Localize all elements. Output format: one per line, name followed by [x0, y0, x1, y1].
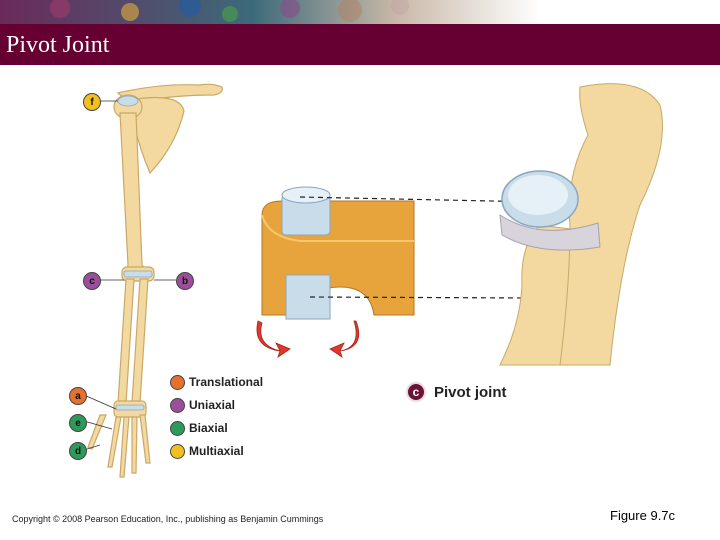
slide-title: Pivot Joint: [6, 32, 110, 58]
title-bar: Pivot Joint: [0, 24, 720, 65]
legend-item-translational: Translational: [170, 372, 263, 392]
skeleton-marker-c: c: [83, 272, 101, 290]
panel-caption: Pivot joint: [434, 383, 507, 401]
model-guide-lines: [299, 196, 541, 299]
legend-swatch-icon: [170, 420, 185, 436]
legend-swatch-icon: [170, 397, 185, 413]
skeleton-marker-e: e: [69, 414, 87, 432]
marker-letter: f: [90, 96, 94, 108]
marker-letter: b: [181, 275, 189, 287]
marker-letter: d: [74, 445, 82, 457]
arm-skeleton-illustration: [87, 83, 223, 478]
legend-label: Uniaxial: [189, 398, 236, 412]
skeleton-marker-b: b: [176, 272, 194, 290]
skeleton-marker-d: d: [69, 442, 87, 460]
legend-label: Translational: [189, 375, 264, 389]
figure-illustration: [83, 83, 663, 478]
marker-letter: e: [75, 417, 81, 429]
joint-cartilage-highlights: [115, 95, 153, 411]
skeleton-marker-a: a: [69, 387, 87, 405]
copyright-notice: Copyright © 2008 Pearson Education, Inc.…: [12, 514, 324, 524]
legend-swatch-icon: [170, 374, 185, 390]
pivot-joint-model: [261, 186, 415, 320]
figure-number: Figure 9.7c: [610, 508, 676, 523]
rotation-arrow-icon: [256, 320, 360, 358]
legend-item-uniaxial: Uniaxial: [170, 395, 235, 415]
skeleton-leader-lines: [83, 100, 176, 451]
header-artwork: [0, 0, 720, 24]
legend-label: Multiaxial: [189, 444, 244, 458]
marker-letter: a: [75, 390, 81, 402]
legend-swatch-icon: [170, 443, 185, 459]
legend-item-multiaxial: Multiaxial: [170, 441, 244, 461]
panel-label: c Pivot joint: [406, 382, 507, 402]
radioulnar-joint-illustration: [499, 83, 663, 366]
legend-label: Biaxial: [189, 421, 228, 435]
marker-letter: c: [89, 275, 95, 287]
panel-letter-badge: c: [406, 382, 426, 402]
skeleton-marker-f: f: [83, 93, 101, 111]
legend-item-biaxial: Biaxial: [170, 418, 228, 438]
